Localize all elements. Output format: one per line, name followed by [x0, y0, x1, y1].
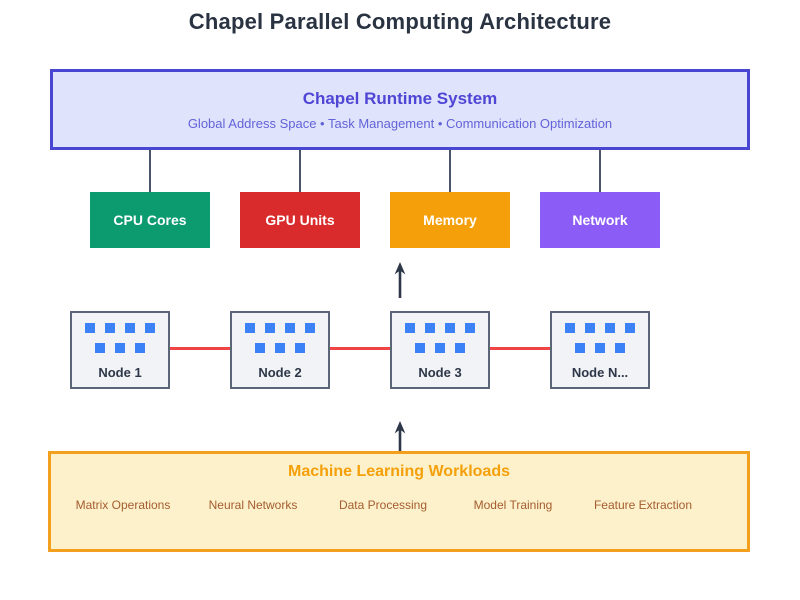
workload-items-row: Matrix Operations Neural Networks Data P… [51, 498, 747, 512]
workload-item: Model Training [473, 498, 553, 512]
node-core-square [295, 343, 305, 353]
node-box-2: Node 2 [230, 311, 330, 389]
node-core-square [405, 323, 415, 333]
runtime-subtitle: Global Address Space • Task Management •… [187, 115, 613, 131]
workload-item: Data Processing [338, 498, 428, 512]
workloads-box: Machine Learning Workloads Matrix Operat… [48, 451, 750, 552]
node-label: Node 3 [418, 365, 462, 380]
node-core-square [445, 323, 455, 333]
node-core-square [595, 343, 605, 353]
node-link-line [490, 347, 550, 350]
node-core-square [285, 323, 295, 333]
node-core-square [135, 343, 145, 353]
node-core-square [145, 323, 155, 333]
resource-box-memory: Memory [390, 192, 510, 248]
node-core-square [245, 323, 255, 333]
node-core-square [465, 323, 475, 333]
node-core-square [625, 323, 635, 333]
resource-box-gpu-units: GPU Units [240, 192, 360, 248]
node-link-line [330, 347, 390, 350]
resource-box-cpu-cores: CPU Cores [90, 192, 210, 248]
workloads-heading: Machine Learning Workloads [288, 463, 510, 480]
up-arrow-icon [394, 262, 406, 298]
node-label: Node 1 [98, 365, 142, 380]
page-title: Chapel Parallel Computing Architecture [188, 9, 612, 34]
node-core-square [575, 343, 585, 353]
node-core-square [105, 323, 115, 333]
workload-item: Neural Networks [208, 498, 298, 512]
runtime-heading: Chapel Runtime System [302, 88, 498, 108]
node-box-3: Node 3 [390, 311, 490, 389]
node-core-square [455, 343, 465, 353]
node-core-grid [552, 323, 648, 353]
node-core-square [125, 323, 135, 333]
node-core-square [265, 323, 275, 333]
connector-line-memory [449, 150, 451, 192]
connector-line-cpu [149, 150, 151, 192]
node-label: Node N... [571, 365, 629, 380]
node-core-grid [392, 323, 488, 353]
resource-label: GPU Units [265, 212, 335, 228]
connector-line-gpu [299, 150, 301, 192]
node-link-line [170, 347, 230, 350]
node-box-1: Node 1 [70, 311, 170, 389]
resource-label: Memory [423, 212, 477, 228]
up-arrow-icon [394, 421, 406, 451]
resource-label: CPU Cores [113, 212, 187, 228]
node-core-grid [232, 323, 328, 353]
node-core-square [615, 343, 625, 353]
node-core-square [605, 323, 615, 333]
workload-item: Matrix Operations [75, 498, 171, 512]
node-core-grid [72, 323, 168, 353]
resource-box-network: Network [540, 192, 660, 248]
node-core-square [565, 323, 575, 333]
node-core-square [95, 343, 105, 353]
resource-label: Network [572, 212, 628, 228]
node-core-square [255, 343, 265, 353]
node-core-square [305, 323, 315, 333]
runtime-system-box: Chapel Runtime System Global Address Spa… [50, 69, 750, 150]
node-core-square [85, 323, 95, 333]
node-core-square [425, 323, 435, 333]
node-core-square [585, 323, 595, 333]
node-core-square [415, 343, 425, 353]
connector-line-network [599, 150, 601, 192]
node-box-n: Node N... [550, 311, 650, 389]
node-core-square [275, 343, 285, 353]
workload-item: Feature Extraction [593, 498, 693, 512]
node-label: Node 2 [258, 365, 302, 380]
node-core-square [115, 343, 125, 353]
node-core-square [435, 343, 445, 353]
